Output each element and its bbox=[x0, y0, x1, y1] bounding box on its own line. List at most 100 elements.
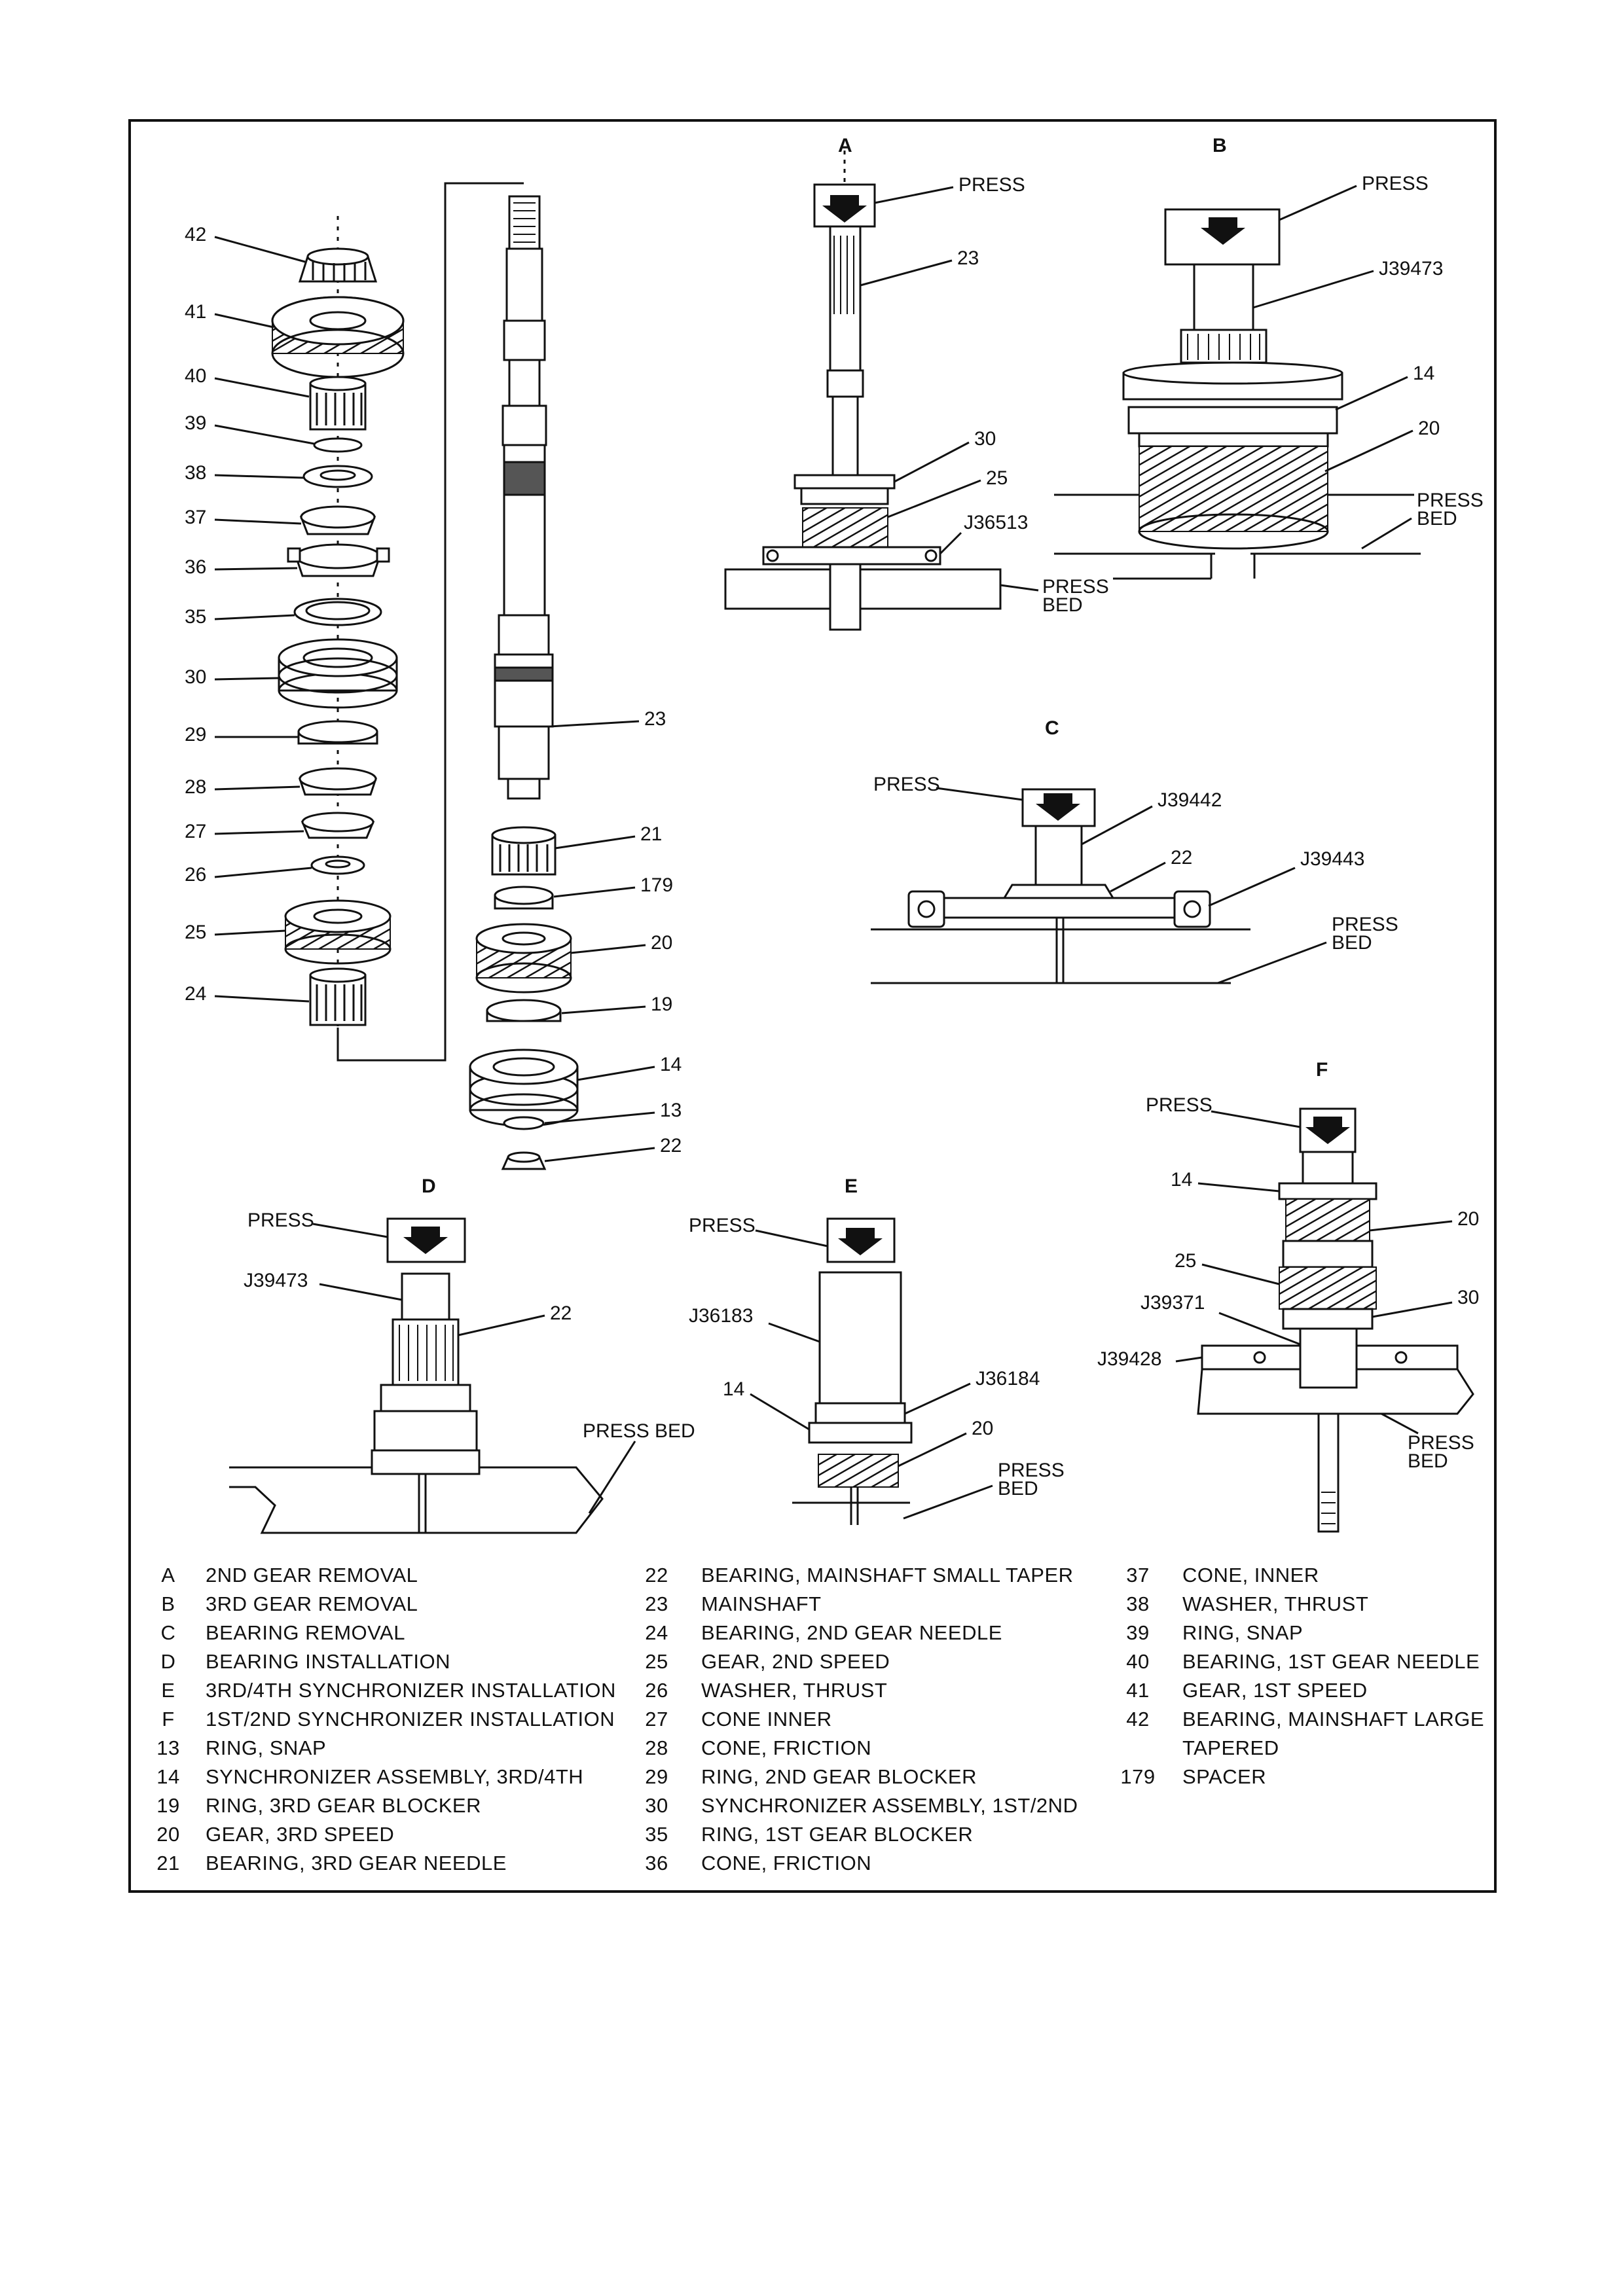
legend-description: CONE INNER bbox=[701, 1708, 832, 1731]
legend-code: 19 bbox=[156, 1794, 180, 1817]
legend-row: 35 RING, 1ST GEAR BLOCKER bbox=[630, 1820, 1115, 1849]
legend-description: BEARING, MAINSHAFT LARGE TAPERED bbox=[1182, 1708, 1485, 1759]
view-f-25: 25 bbox=[1175, 1250, 1196, 1272]
view-e-14: 14 bbox=[723, 1378, 744, 1400]
view-b-20: 20 bbox=[1418, 418, 1440, 439]
callout-14: 14 bbox=[660, 1054, 682, 1075]
part-24-bearing bbox=[309, 967, 367, 1026]
legend-description: 1ST/2ND SYNCHRONIZER INSTALLATION bbox=[206, 1708, 615, 1731]
view-c-tool1: J39442 bbox=[1158, 789, 1222, 811]
legend-code: 179 bbox=[1120, 1765, 1156, 1788]
callout-22: 22 bbox=[660, 1135, 682, 1157]
legend-description: SYNCHRONIZER ASSEMBLY, 3RD/4TH bbox=[206, 1765, 584, 1788]
view-a-23: 23 bbox=[957, 247, 979, 269]
view-e-bed-2: BED bbox=[998, 1478, 1038, 1499]
legend-code: F bbox=[162, 1708, 175, 1731]
part-40-bearing bbox=[309, 376, 367, 431]
legend-code: 29 bbox=[645, 1765, 668, 1788]
legend-description: BEARING, 2ND GEAR NEEDLE bbox=[701, 1621, 1002, 1644]
legend-description: BEARING, 1ST GEAR NEEDLE bbox=[1182, 1650, 1480, 1673]
view-a-bed-1: PRESS bbox=[1042, 576, 1109, 598]
mainshaft-assembly-diagram: 42 41 40 39 38 37 36 35 30 29 28 27 26 2… bbox=[185, 135, 1484, 1534]
view-a-bed-2: BED bbox=[1042, 594, 1083, 616]
legend-description: CONE, INNER bbox=[1182, 1564, 1319, 1587]
exploded-parts-stack bbox=[271, 182, 524, 1062]
legend-description: RING, 2ND GEAR BLOCKER bbox=[701, 1765, 977, 1788]
section-label-b: B bbox=[1213, 135, 1227, 156]
section-label-c: C bbox=[1045, 717, 1059, 739]
part-27-cone bbox=[301, 812, 375, 839]
view-f-tool1: J39371 bbox=[1140, 1292, 1205, 1314]
callout-23: 23 bbox=[644, 708, 666, 730]
view-b-14: 14 bbox=[1413, 363, 1434, 384]
view-f-tool2: J39428 bbox=[1097, 1348, 1161, 1370]
part-41-gear-1st bbox=[271, 296, 405, 378]
callout-19: 19 bbox=[651, 994, 672, 1015]
legend-code: 40 bbox=[1126, 1650, 1150, 1673]
view-a-25: 25 bbox=[986, 467, 1008, 489]
view-f-1st2nd-sync-installation: F PRESS 14 20 25 J39371 30 J39428 PRESS … bbox=[1097, 1059, 1479, 1533]
legend-code: 38 bbox=[1126, 1592, 1150, 1615]
legend-description: GEAR, 3RD SPEED bbox=[206, 1823, 395, 1846]
view-a-2nd-gear-removal: A PRESS 23 30 25 J36513 PRESS BED bbox=[724, 135, 1109, 631]
view-c-tool2: J39443 bbox=[1300, 848, 1364, 870]
callout-26: 26 bbox=[185, 864, 206, 886]
legend-code: A bbox=[161, 1564, 175, 1587]
view-e-tool1: J36183 bbox=[689, 1305, 753, 1327]
legend-description: RING, 3RD GEAR BLOCKER bbox=[206, 1794, 481, 1817]
part-179-spacer bbox=[494, 886, 554, 910]
legend-code: 24 bbox=[645, 1621, 668, 1644]
view-c-22: 22 bbox=[1171, 847, 1192, 869]
legend-description: RING, SNAP bbox=[1182, 1621, 1304, 1644]
view-b-bed-1: PRESS bbox=[1417, 490, 1484, 511]
view-a-30: 30 bbox=[974, 428, 996, 450]
legend-description: RING, 1ST GEAR BLOCKER bbox=[701, 1823, 974, 1846]
view-f-20: 20 bbox=[1457, 1208, 1479, 1230]
view-c-press: PRESS bbox=[873, 774, 940, 795]
legend-row: 19 RING, 3RD GEAR BLOCKER bbox=[149, 1791, 621, 1820]
view-f-press: PRESS bbox=[1146, 1094, 1213, 1116]
legend-description: SPACER bbox=[1182, 1765, 1267, 1788]
callout-36: 36 bbox=[185, 556, 206, 578]
part-14-synchronizer bbox=[469, 1049, 579, 1127]
callout-25: 25 bbox=[185, 922, 206, 943]
view-d-tool: J39473 bbox=[244, 1270, 308, 1291]
view-b-bed-2: BED bbox=[1417, 508, 1457, 529]
callout-21: 21 bbox=[640, 823, 662, 845]
view-f-bed-2: BED bbox=[1408, 1450, 1448, 1472]
legend-code: 30 bbox=[645, 1794, 668, 1817]
legend-code: 20 bbox=[156, 1823, 180, 1846]
legend-row: 30 SYNCHRONIZER ASSEMBLY, 1ST/2ND bbox=[630, 1791, 1115, 1820]
callout-40: 40 bbox=[185, 365, 206, 387]
legend-code: 26 bbox=[645, 1679, 668, 1702]
legend-code: 13 bbox=[156, 1736, 180, 1759]
part-28-cone bbox=[298, 767, 378, 796]
part-39-snap-ring bbox=[313, 437, 363, 453]
legend-description: 3RD/4TH SYNCHRONIZER INSTALLATION bbox=[206, 1679, 616, 1702]
shaft-parts-stack bbox=[469, 826, 579, 1170]
part-19-ring bbox=[486, 999, 562, 1022]
legend-code: 14 bbox=[156, 1765, 180, 1788]
legend-code: D bbox=[160, 1650, 176, 1673]
legend-description: MAINSHAFT bbox=[701, 1592, 822, 1615]
legend-code: 35 bbox=[645, 1823, 668, 1846]
legend-description: SYNCHRONIZER ASSEMBLY, 1ST/2ND bbox=[701, 1794, 1078, 1817]
callout-13: 13 bbox=[660, 1100, 682, 1121]
callout-27: 27 bbox=[185, 821, 206, 842]
view-b-press: PRESS bbox=[1362, 173, 1429, 194]
view-d-bed: PRESS BED bbox=[583, 1420, 695, 1442]
section-label-d: D bbox=[422, 1175, 436, 1197]
view-e-press: PRESS bbox=[689, 1215, 756, 1236]
